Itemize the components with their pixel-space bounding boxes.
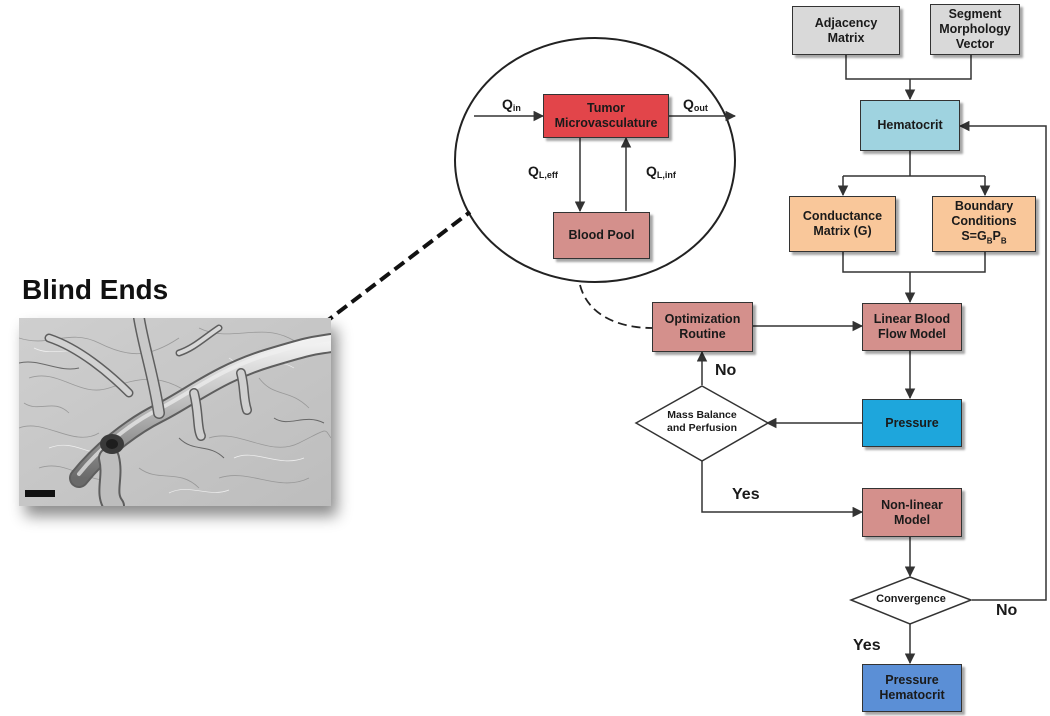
connector-mass-to-nonlinear	[701, 461, 864, 518]
optimization-connector-curve	[579, 284, 653, 329]
blood-pool-box: Blood Pool	[553, 212, 650, 259]
mass-balance-diamond	[634, 385, 770, 462]
pressure-box: Pressure	[862, 399, 962, 447]
scale-bar	[25, 490, 55, 497]
flowchart-connectors	[696, 55, 1047, 665]
mass-balance-label: Mass Balance and Perfusion	[666, 409, 737, 434]
zoom-connector-line	[321, 210, 472, 326]
q-l-inf-label: QL,inf	[646, 163, 676, 180]
convergence-diamond	[848, 576, 974, 625]
no-label-convergence: No	[996, 602, 1018, 619]
connector-segment	[910, 55, 972, 80]
no-label-optimization: No	[715, 362, 737, 379]
connector-conductance-merge	[842, 252, 910, 273]
tumor-microvasculature-box: Tumor Microvasculature	[543, 94, 669, 138]
boundary-conditions-box: Boundary Conditions S=GBPB	[932, 196, 1036, 252]
q-out-label: Qout	[683, 96, 708, 113]
convergence-label: Convergence	[876, 593, 946, 605]
connector-convergence-loop	[958, 120, 1047, 601]
blind-ends-title: Blind Ends	[22, 274, 169, 305]
q-in-label: Qin	[502, 96, 521, 113]
connector-adjacency	[845, 55, 910, 80]
boundary-formula: S=GBPB	[961, 229, 1007, 246]
connector-boundary-merge	[910, 252, 986, 273]
hematocrit-box: Hematocrit	[860, 100, 960, 151]
yes-label-output: Yes	[853, 637, 881, 654]
q-l-eff-label: QL,eff	[528, 163, 558, 180]
yes-label-nonlinear: Yes	[732, 486, 760, 503]
vasculature-micrograph	[19, 318, 331, 506]
